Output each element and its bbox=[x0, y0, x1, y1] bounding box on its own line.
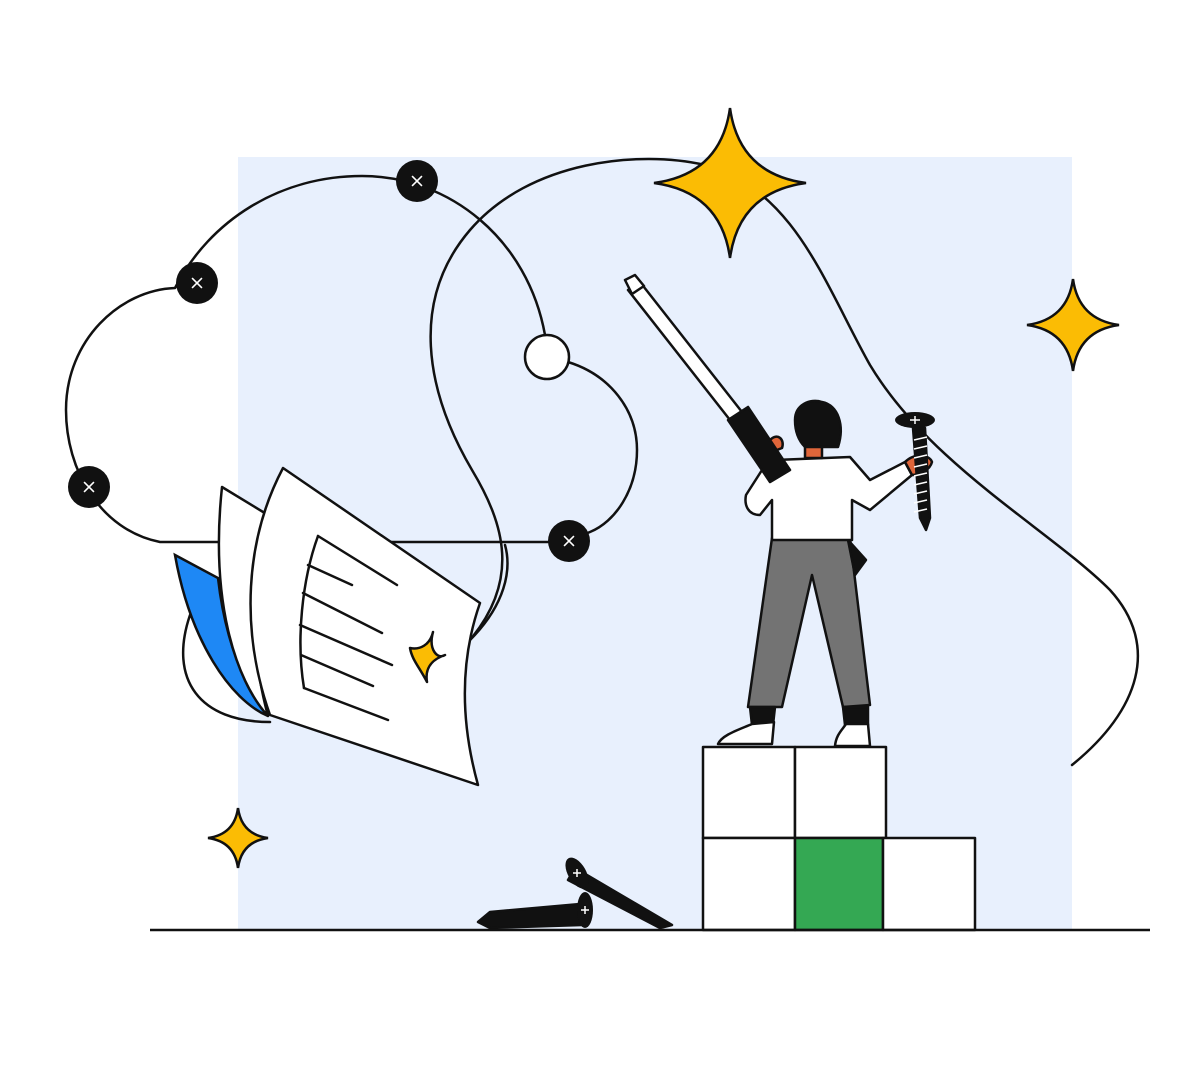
person bbox=[716, 399, 934, 748]
green-block bbox=[793, 836, 885, 932]
node-plus-icon bbox=[548, 520, 590, 562]
front-page bbox=[249, 466, 482, 787]
node-plus-icon bbox=[68, 466, 110, 508]
document-icon bbox=[173, 466, 482, 787]
block-stack bbox=[701, 745, 977, 932]
node-plus-icon bbox=[396, 160, 438, 202]
screw-icon bbox=[565, 857, 674, 930]
screwdriver-icon bbox=[623, 273, 792, 484]
sparkle-icon bbox=[1026, 278, 1120, 372]
node-plus-icon bbox=[176, 262, 218, 304]
cloud-nodes bbox=[68, 160, 590, 562]
sparkle-icon bbox=[408, 630, 447, 684]
cloud-icon bbox=[64, 174, 639, 724]
screw-icon bbox=[895, 412, 935, 532]
sparkle-icon bbox=[653, 107, 807, 259]
ground-screws bbox=[476, 857, 674, 930]
screw-icon bbox=[476, 892, 593, 930]
sparkle-icon bbox=[207, 807, 269, 869]
